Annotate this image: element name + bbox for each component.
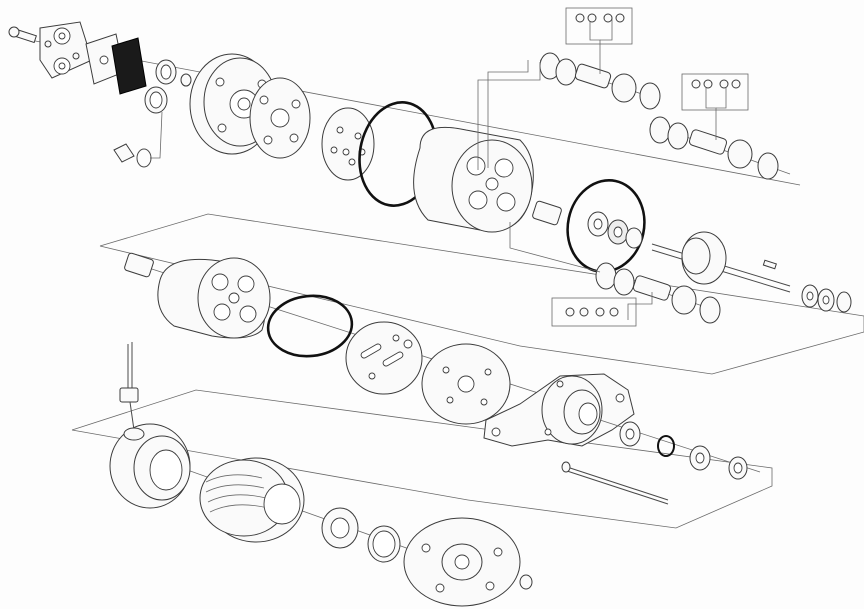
through-bolt bbox=[561, 461, 669, 505]
front-gasket-disc bbox=[421, 343, 511, 425]
valve-plate-small bbox=[39, 21, 93, 79]
gasket bbox=[111, 37, 147, 95]
armature-plate bbox=[403, 517, 521, 607]
leader-line-2 bbox=[487, 60, 529, 168]
rear-head-group bbox=[8, 21, 852, 313]
needle-bearing-upper bbox=[532, 200, 562, 226]
suction-valve-disc bbox=[321, 107, 375, 181]
shaft-seal-ring bbox=[619, 421, 641, 447]
rear-valve-plate bbox=[249, 77, 311, 159]
main-shaft bbox=[651, 231, 791, 293]
cylinder-block-rear bbox=[413, 126, 534, 233]
cylinder-group bbox=[124, 252, 561, 425]
leader-line-1 bbox=[477, 62, 541, 170]
o-ring-small bbox=[657, 435, 675, 457]
pulley-snap-ring bbox=[367, 525, 401, 563]
leader-line-3 bbox=[509, 222, 601, 273]
shaft-key bbox=[762, 259, 777, 270]
field-coil bbox=[109, 423, 191, 509]
bolt bbox=[8, 26, 37, 44]
end-washers bbox=[801, 284, 852, 313]
front-head-housing bbox=[483, 373, 635, 447]
clutch-group bbox=[109, 342, 533, 607]
plug-and-o-ring bbox=[113, 143, 152, 168]
center-nut bbox=[519, 574, 533, 590]
seal-ring-lower bbox=[144, 86, 168, 114]
piston-assembly-upper bbox=[539, 7, 661, 110]
pulley-bearing bbox=[321, 507, 359, 549]
needle-bearing-lower bbox=[124, 252, 154, 278]
o-ring-large-lower bbox=[266, 294, 354, 358]
snap-ring bbox=[728, 456, 748, 480]
piston-assembly-right bbox=[649, 73, 791, 180]
cylinder-block-front bbox=[157, 257, 271, 339]
pulley bbox=[199, 457, 305, 543]
seal-ring-upper bbox=[155, 59, 192, 87]
coil-lead-wire bbox=[119, 342, 139, 431]
front-valve-plate bbox=[345, 321, 423, 395]
seal-washer bbox=[689, 445, 711, 471]
thrust-washers bbox=[587, 211, 643, 249]
front-housing-group bbox=[483, 373, 761, 505]
piston-assembly-lower bbox=[551, 262, 721, 327]
